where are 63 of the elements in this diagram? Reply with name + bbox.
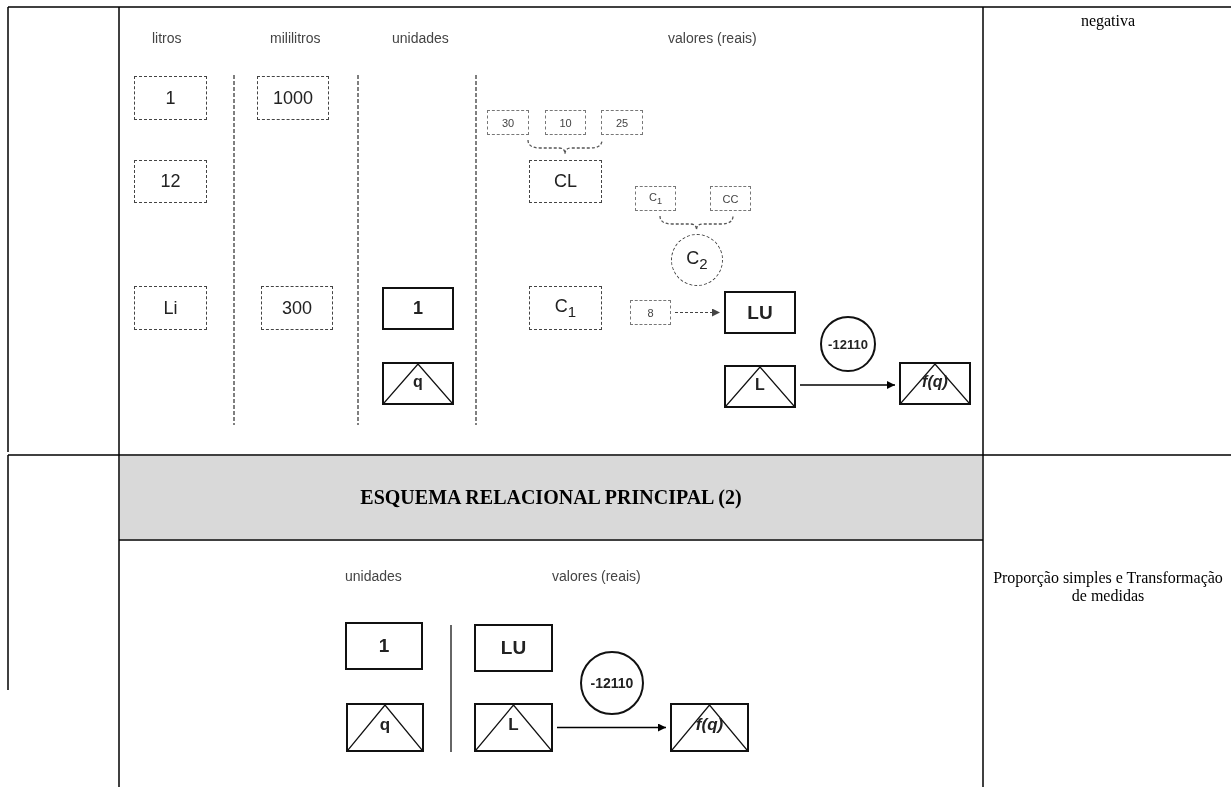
node-text: 10 <box>559 116 572 129</box>
operator-circle <box>580 651 644 715</box>
node-text: q <box>413 372 423 391</box>
value-box <box>474 624 553 672</box>
node-text: 1 <box>165 87 176 109</box>
value-box <box>345 622 423 670</box>
triangle-box <box>346 703 424 752</box>
column-header: valores (reais) <box>668 30 757 46</box>
node-text: L <box>755 375 765 394</box>
dashed-box <box>630 300 671 325</box>
triangle-box <box>670 703 749 752</box>
dashed-box <box>134 160 207 203</box>
node-text: 1 <box>378 635 390 657</box>
node-text: LU <box>500 637 527 659</box>
dashed-box <box>134 286 207 330</box>
table-cell-text: negativa <box>1079 12 1137 30</box>
dashed-box <box>710 186 751 211</box>
column-header: valores (reais) <box>552 568 641 584</box>
node-text: CC <box>722 192 739 205</box>
column-header: unidades <box>392 30 449 46</box>
node-text: CL <box>554 171 577 192</box>
node-text: LU <box>747 301 773 324</box>
arrow <box>556 723 667 732</box>
triangle-box <box>382 362 454 405</box>
value-box <box>724 291 796 334</box>
node-text: C$_{1}$ <box>648 190 662 207</box>
triangle-box <box>899 362 971 405</box>
dashed-box <box>257 76 329 120</box>
operator-circle <box>820 316 876 372</box>
node-text: -12110 <box>828 336 868 352</box>
node-text: 12 <box>160 171 181 192</box>
node-text: 300 <box>281 297 312 319</box>
dashed-box <box>261 286 333 330</box>
arrow <box>799 381 896 389</box>
node-text: 25 <box>615 116 629 129</box>
dashed-box <box>529 286 602 330</box>
column-header: unidades <box>345 568 402 584</box>
node-text: -12110 <box>590 675 634 691</box>
node-text: 30 <box>501 116 515 129</box>
dashed-box <box>487 110 529 135</box>
dashed-box <box>601 110 643 135</box>
dashed-box <box>529 160 602 203</box>
dashed-box <box>635 186 676 211</box>
node-text: 1 <box>413 298 423 319</box>
column-header: litros <box>152 30 182 46</box>
node-text: L <box>508 714 519 735</box>
triangle-box <box>724 365 796 408</box>
table-cell-text: Proporção simples e Transformação de medidas <box>992 569 1224 605</box>
triangle-box <box>474 703 553 752</box>
node-text: q <box>379 714 391 735</box>
dashed-box <box>545 110 586 135</box>
arrow <box>674 308 721 317</box>
node-text: C$_{1}$ <box>554 296 577 320</box>
table-cell-text: ESQUEMA RELACIONAL PRINCIPAL (2) <box>359 486 743 509</box>
node-text: C$_{2}$ <box>686 248 708 272</box>
node-text: Li <box>163 297 178 319</box>
dashed-box <box>134 76 207 120</box>
node-text: f(q) <box>695 714 724 735</box>
node-text: f(q) <box>922 372 948 391</box>
node-text: 8 <box>647 306 654 319</box>
column-header: mililitros <box>270 30 321 46</box>
value-box <box>382 287 454 330</box>
node-text: 1000 <box>272 87 313 109</box>
